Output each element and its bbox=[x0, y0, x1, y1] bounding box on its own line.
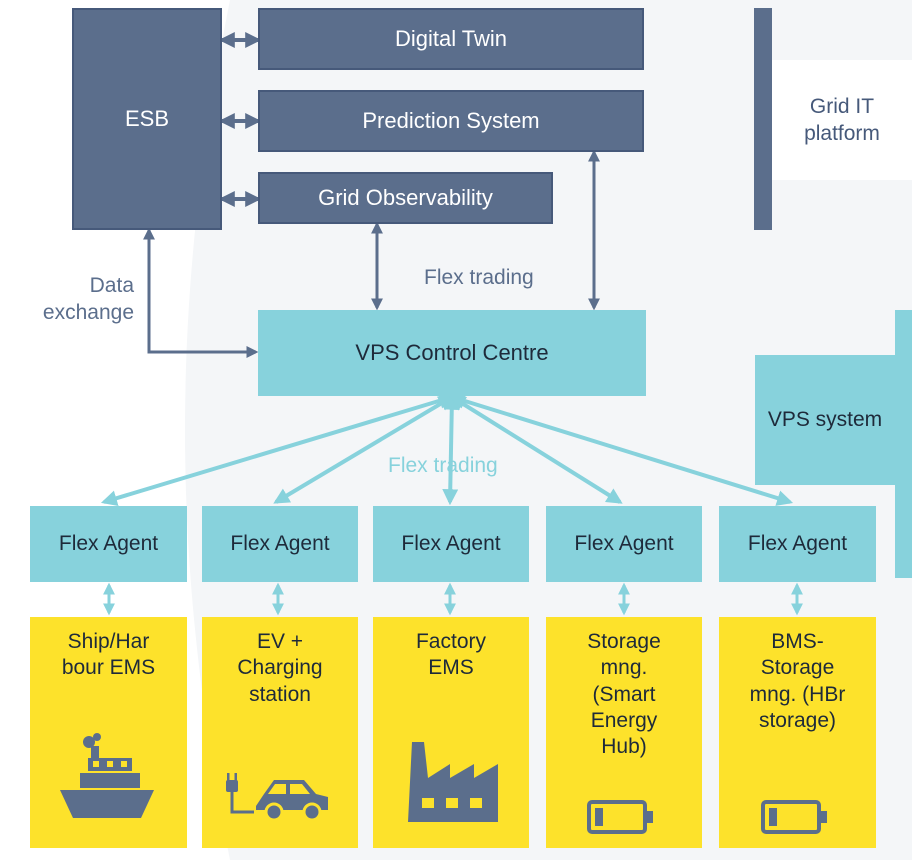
vps-system-bar bbox=[895, 310, 912, 578]
flex-trading-label-top: Flex trading bbox=[424, 266, 534, 289]
grid-it-platform-bar bbox=[754, 8, 772, 230]
flex-trading-label-mid: Flex trading bbox=[388, 454, 498, 477]
factory-icon bbox=[408, 742, 498, 822]
vps-control-centre-box: VPS Control Centre bbox=[258, 310, 646, 396]
flex-agent-4: Flex Agent bbox=[546, 506, 702, 582]
flex-agent-3: Flex Agent bbox=[373, 506, 529, 582]
device-ev-charging: EV + Charging station bbox=[202, 617, 358, 848]
prediction-system-box: Prediction System bbox=[258, 90, 644, 152]
battery-icon bbox=[761, 800, 827, 834]
vps-system-label: VPS system bbox=[755, 355, 895, 485]
grid-it-platform-label: Grid IT platform bbox=[772, 60, 912, 180]
flex-agent-2: Flex Agent bbox=[202, 506, 358, 582]
digital-twin-box: Digital Twin bbox=[258, 8, 644, 70]
grid-observability-box: Grid Observability bbox=[258, 172, 553, 224]
ship-icon bbox=[60, 733, 154, 818]
device-bms-storage: BMS-Storage mng. (HBr storage) bbox=[719, 617, 876, 848]
flex-agent-5: Flex Agent bbox=[719, 506, 876, 582]
esb-box: ESB bbox=[72, 8, 222, 230]
flex-agent-1: Flex Agent bbox=[30, 506, 187, 582]
data-exchange-label: Data exchange bbox=[42, 274, 134, 325]
device-storage-hub: Storage mng. (Smart Energy Hub) bbox=[546, 617, 702, 848]
ev-car-charging-icon bbox=[226, 773, 328, 822]
battery-icon bbox=[587, 800, 653, 834]
